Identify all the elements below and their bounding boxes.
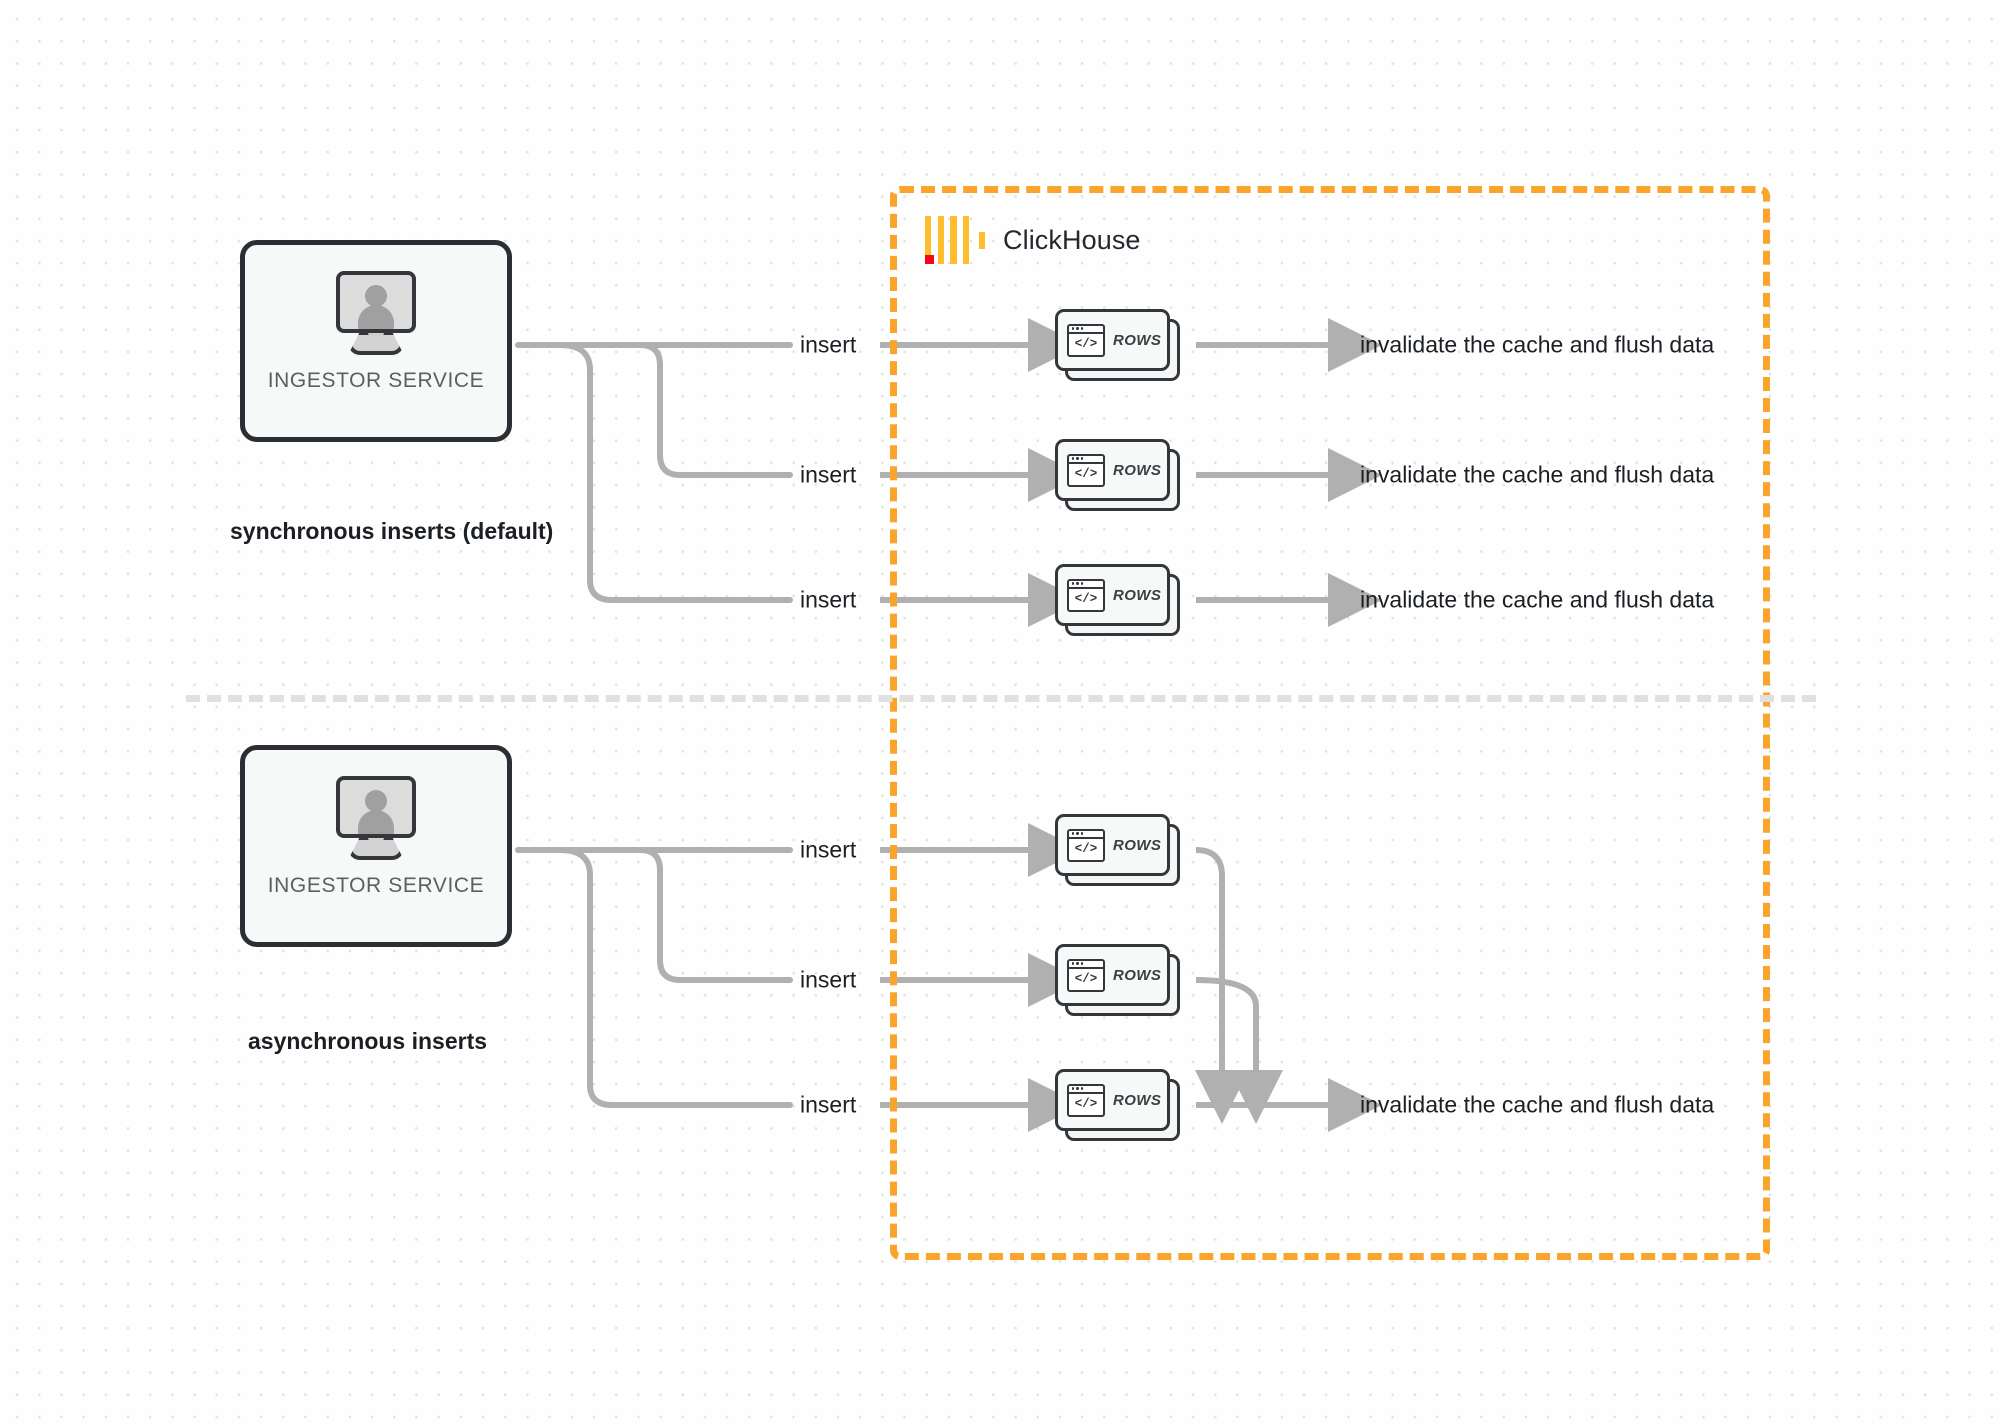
clickhouse-boundary [890, 186, 1770, 1260]
rows-node-label: ROWS [1113, 586, 1162, 604]
caption-asynchronous: asynchronous inserts [248, 1028, 488, 1054]
ingestor-service-label: INGESTOR SERVICE [267, 369, 485, 392]
ingestor-service-asynchronous[interactable]: INGESTOR SERVICE [240, 745, 512, 947]
code-window-icon: </> [1067, 323, 1105, 357]
code-window-icon: </> [1067, 578, 1105, 612]
monitor-user-icon [328, 271, 424, 355]
ingestor-service-synchronous[interactable]: INGESTOR SERVICE [240, 240, 512, 442]
rows-card-front: </> ROWS [1055, 439, 1170, 501]
outcome-sync-3: invalidate the cache and flush data [1360, 586, 1715, 613]
code-glyph: </> [1074, 591, 1098, 606]
rows-node-async-1[interactable]: </> ROWS [1055, 814, 1180, 886]
rows-node-sync-3[interactable]: </> ROWS [1055, 564, 1180, 636]
code-glyph: </> [1074, 841, 1098, 856]
code-glyph: </> [1074, 971, 1098, 986]
insert-label-sync-3: insert [800, 586, 857, 613]
rows-node-async-3[interactable]: </> ROWS [1055, 1069, 1180, 1141]
clickhouse-title: ClickHouse [1003, 224, 1141, 255]
code-glyph: </> [1074, 466, 1098, 481]
rows-node-label: ROWS [1113, 966, 1162, 984]
rows-node-label: ROWS [1113, 1091, 1162, 1109]
outcome-sync-2: invalidate the cache and flush data [1360, 461, 1715, 488]
code-window-icon: </> [1067, 958, 1105, 992]
clickhouse-logo [925, 216, 986, 264]
code-window-icon: </> [1067, 453, 1105, 487]
rows-node-sync-1[interactable]: </> ROWS [1055, 309, 1180, 381]
insert-label-sync-1: insert [800, 331, 857, 358]
rows-node-label: ROWS [1113, 836, 1162, 854]
rows-card-front: </> ROWS [1055, 564, 1170, 626]
code-window-icon: </> [1067, 828, 1105, 862]
rows-card-front: </> ROWS [1055, 944, 1170, 1006]
insert-label-async-2: insert [800, 966, 857, 993]
code-window-icon: </> [1067, 1083, 1105, 1117]
outcome-sync-1: invalidate the cache and flush data [1360, 331, 1715, 358]
rows-node-label: ROWS [1113, 461, 1162, 479]
section-divider [186, 695, 1816, 702]
caption-synchronous: synchronous inserts (default) [230, 518, 554, 544]
outcome-async-merged: invalidate the cache and flush data [1360, 1091, 1715, 1118]
code-glyph: </> [1074, 336, 1098, 351]
code-glyph: </> [1074, 1096, 1098, 1111]
rows-card-front: </> ROWS [1055, 1069, 1170, 1131]
ingestor-service-label: INGESTOR SERVICE [267, 874, 485, 897]
rows-card-front: </> ROWS [1055, 309, 1170, 371]
clickhouse-brand: ClickHouse [925, 216, 1141, 264]
monitor-user-icon [328, 776, 424, 860]
insert-label-async-1: insert [800, 836, 857, 863]
rows-node-label: ROWS [1113, 331, 1162, 349]
insert-label-sync-2: insert [800, 461, 857, 488]
rows-node-async-2[interactable]: </> ROWS [1055, 944, 1180, 1016]
rows-node-sync-2[interactable]: </> ROWS [1055, 439, 1180, 511]
rows-card-front: </> ROWS [1055, 814, 1170, 876]
insert-label-async-3: insert [800, 1091, 857, 1118]
